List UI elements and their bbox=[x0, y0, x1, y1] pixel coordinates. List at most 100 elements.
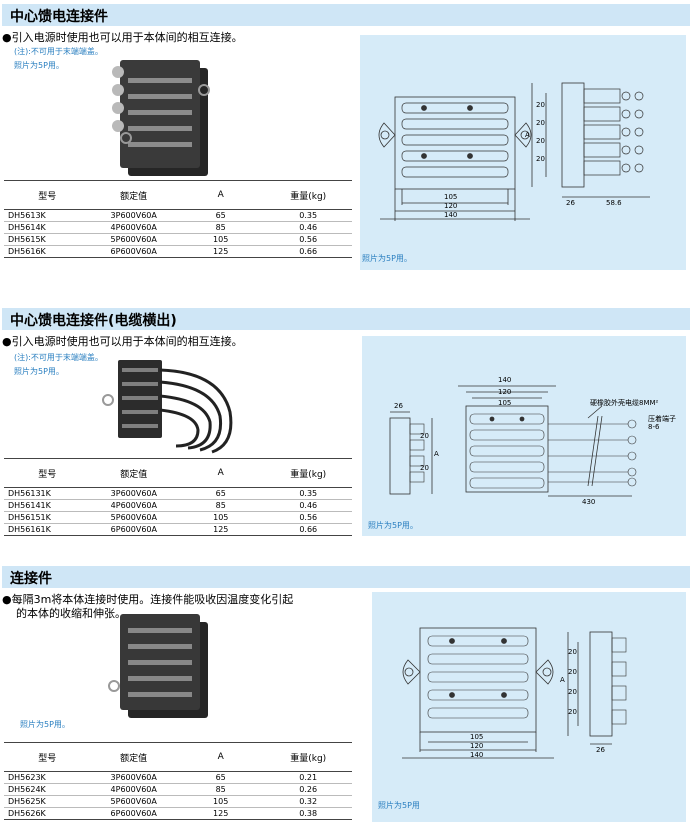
lug-label: 压着端子 bbox=[648, 415, 676, 423]
weight-cell: 0.56 bbox=[264, 233, 352, 246]
dim-label: 20 bbox=[536, 155, 545, 163]
dim-label: 20 bbox=[420, 432, 429, 440]
photo-note: 照片为5P用。 bbox=[20, 720, 70, 729]
model-cell: DH5615K bbox=[4, 233, 91, 246]
a-cell: 105 bbox=[176, 795, 265, 808]
weight-cell: 0.46 bbox=[264, 221, 352, 234]
model-cell: DH5623K bbox=[4, 771, 91, 784]
column-header: 额定值 bbox=[90, 742, 177, 772]
model-cell: DH5625K bbox=[4, 795, 91, 808]
model-cell: DH56161K bbox=[4, 523, 91, 536]
model-cell: DH5626K bbox=[4, 807, 91, 820]
dim-label: 20 bbox=[420, 464, 429, 472]
dim-label: 140 bbox=[498, 376, 512, 384]
column-header: 重量(kg) bbox=[264, 458, 352, 488]
rating-cell: 5P600V60A bbox=[90, 233, 177, 246]
photo-caption: 照片为5P用 bbox=[378, 801, 420, 810]
model-cell: DH5624K bbox=[4, 783, 91, 796]
dim-label: 26 bbox=[394, 402, 403, 410]
rating-cell: 4P600V60A bbox=[90, 499, 178, 512]
model-cell: DH56141K bbox=[4, 499, 91, 512]
column-header: 重量(kg) bbox=[264, 742, 352, 772]
weight-cell: 0.35 bbox=[264, 209, 352, 222]
weight-cell: 0.46 bbox=[264, 499, 352, 512]
dimension-drawing-cable: 140 120 105 26 A 20 20 430 硬橡胶外壳电缆8MM² 压… bbox=[362, 336, 686, 536]
dim-label: 20 bbox=[568, 688, 577, 696]
dimension-drawing-connector: 105 120 140 A 20 20 20 20 26 照片为5P用 bbox=[372, 592, 686, 822]
rating-cell: 4P600V60A bbox=[90, 783, 177, 796]
column-header: 型号 bbox=[4, 180, 91, 210]
weight-cell: 0.66 bbox=[264, 523, 352, 536]
weight-cell: 0.21 bbox=[264, 771, 352, 784]
a-cell: 85 bbox=[176, 221, 265, 234]
model-cell: DH5616K bbox=[4, 245, 91, 258]
a-cell: 85 bbox=[177, 499, 265, 512]
weight-cell: 0.32 bbox=[264, 795, 352, 808]
dim-label: 120 bbox=[444, 202, 458, 210]
rating-cell: 5P600V60A bbox=[90, 511, 178, 524]
description-bullet-cont: 的本体的收缩和伸张。 bbox=[16, 607, 126, 620]
weight-cell: 0.38 bbox=[264, 807, 352, 820]
dim-label: A bbox=[560, 676, 565, 684]
rating-cell: 3P600V60A bbox=[90, 487, 178, 500]
column-header: 型号 bbox=[4, 742, 91, 772]
rating-cell: 3P600V60A bbox=[90, 209, 177, 222]
dim-label: 120 bbox=[470, 742, 484, 750]
a-cell: 65 bbox=[176, 771, 265, 784]
product-photo-connector bbox=[108, 614, 208, 718]
description-bullet: ●引入电源时使用也可以用于本体间的相互连接。 bbox=[2, 31, 243, 44]
dim-label: 105 bbox=[498, 399, 512, 407]
section-title: 中心馈电连接件(电缆横出) bbox=[10, 313, 177, 329]
column-header: 额定值 bbox=[90, 458, 178, 488]
model-cell: DH56151K bbox=[4, 511, 91, 524]
dim-label: A bbox=[525, 131, 530, 139]
a-cell: 105 bbox=[177, 511, 265, 524]
rating-cell: 6P600V60A bbox=[90, 245, 177, 258]
product-photo-center-feed bbox=[112, 60, 210, 176]
model-cell: DH5613K bbox=[4, 209, 91, 222]
model-cell: DH56131K bbox=[4, 487, 91, 500]
section-header-connector: 连接件 bbox=[2, 566, 690, 588]
dim-label: 20 bbox=[568, 648, 577, 656]
a-cell: 125 bbox=[176, 245, 265, 258]
a-cell: 125 bbox=[176, 807, 265, 820]
photo-note: 照片为5P用。 bbox=[14, 367, 64, 376]
dim-label: A bbox=[434, 450, 439, 458]
a-cell: 85 bbox=[176, 783, 265, 796]
dim-label: 58.6 bbox=[606, 199, 622, 207]
rating-cell: 6P600V60A bbox=[90, 523, 178, 536]
description-bullet: ●每隔3m将本体连接时使用。连接件能吸收因温度变化引起 bbox=[2, 593, 294, 606]
rating-cell: 3P600V60A bbox=[90, 771, 177, 784]
weight-cell: 0.26 bbox=[264, 783, 352, 796]
dim-label: 105 bbox=[470, 733, 484, 741]
dim-label: 26 bbox=[566, 199, 575, 207]
model-cell: DH5614K bbox=[4, 221, 91, 234]
weight-cell: 0.35 bbox=[264, 487, 352, 500]
dim-label: 430 bbox=[582, 498, 596, 506]
dim-label: 20 bbox=[568, 668, 577, 676]
column-header: A bbox=[176, 180, 265, 210]
product-photo-cable bbox=[102, 360, 233, 454]
a-cell: 125 bbox=[177, 523, 265, 536]
dimension-drawing-center-feed: 105 120 140 A 20 20 20 20 26 58.6 照片为5P用… bbox=[360, 35, 686, 270]
note-text: (注):不可用于末端端盖。 bbox=[14, 47, 103, 56]
section-title: 连接件 bbox=[10, 571, 52, 587]
column-header: 型号 bbox=[4, 458, 91, 488]
weight-cell: 0.66 bbox=[264, 245, 352, 258]
dim-label: 20 bbox=[536, 101, 545, 109]
dim-label: 120 bbox=[498, 388, 512, 396]
a-cell: 105 bbox=[176, 233, 265, 246]
rating-cell: 6P600V60A bbox=[90, 807, 177, 820]
dim-label: 20 bbox=[536, 137, 545, 145]
lug-label: 8-6 bbox=[648, 423, 660, 431]
